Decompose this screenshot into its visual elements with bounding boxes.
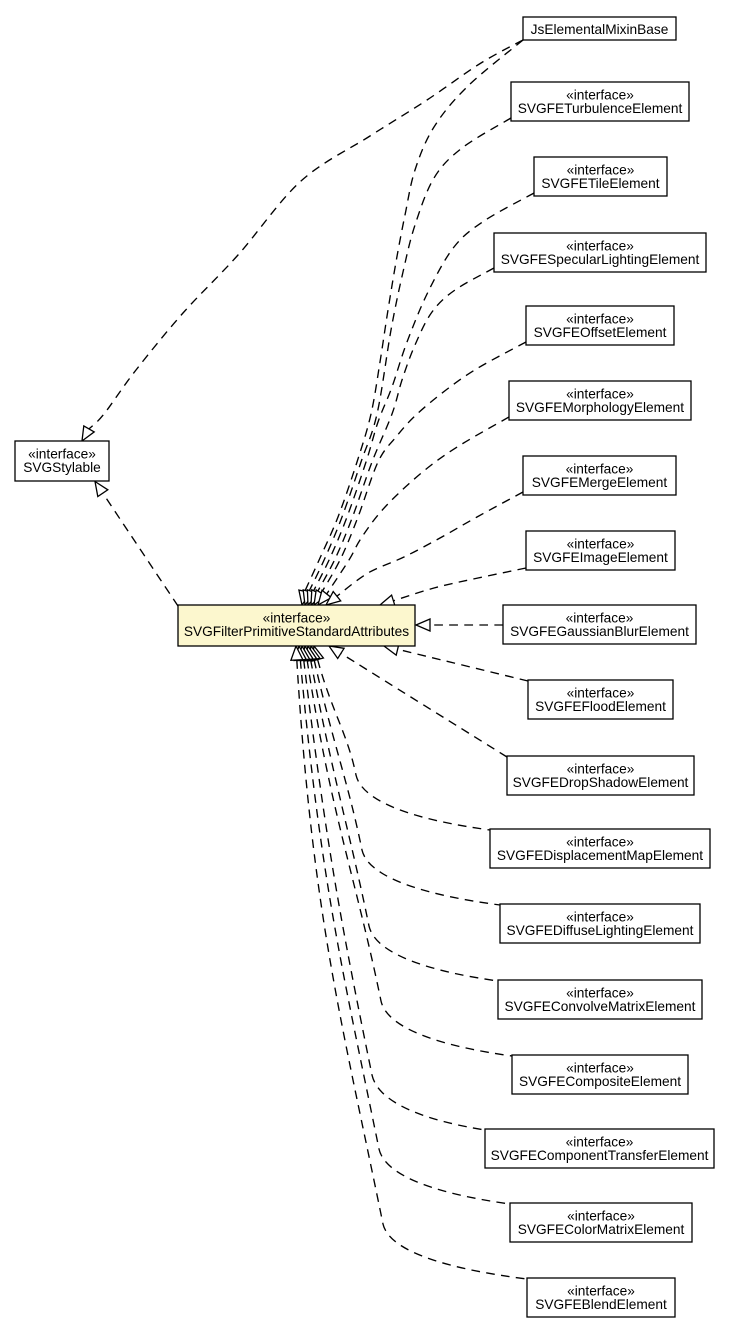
svg-text:SVGFEDropShadowElement: SVGFEDropShadowElement	[513, 775, 689, 790]
svg-text:SVGFECompositeElement: SVGFECompositeElement	[519, 1074, 681, 1089]
svg-text:«interface»: «interface»	[566, 386, 634, 401]
svg-text:SVGFEBlendElement: SVGFEBlendElement	[535, 1297, 667, 1312]
svg-text:JsElementalMixinBase: JsElementalMixinBase	[531, 22, 669, 37]
svg-text:SVGFEImageElement: SVGFEImageElement	[533, 550, 668, 565]
svg-text:«interface»: «interface»	[566, 461, 634, 476]
svg-text:SVGFETileElement: SVGFETileElement	[541, 176, 659, 191]
svg-text:SVGFEMergeElement: SVGFEMergeElement	[532, 475, 668, 490]
svg-text:SVGFEColorMatrixElement: SVGFEColorMatrixElement	[518, 1222, 685, 1237]
svg-text:«interface»: «interface»	[567, 761, 635, 776]
svg-text:«interface»: «interface»	[566, 311, 634, 326]
svg-text:«interface»: «interface»	[567, 536, 635, 551]
svg-text:SVGFEConvolveMatrixElement: SVGFEConvolveMatrixElement	[505, 999, 696, 1014]
svg-text:«interface»: «interface»	[566, 610, 634, 625]
svg-text:«interface»: «interface»	[567, 1283, 635, 1298]
svg-text:«interface»: «interface»	[566, 985, 634, 1000]
svg-text:«interface»: «interface»	[567, 685, 635, 700]
svg-text:«interface»: «interface»	[566, 909, 634, 924]
svg-text:«interface»: «interface»	[566, 87, 634, 102]
svg-text:SVGFEOffsetElement: SVGFEOffsetElement	[534, 325, 667, 340]
svg-text:SVGFEDiffuseLightingElement: SVGFEDiffuseLightingElement	[507, 923, 694, 938]
svg-text:«interface»: «interface»	[566, 238, 634, 253]
svg-text:SVGFEComponentTransferElement: SVGFEComponentTransferElement	[491, 1148, 709, 1163]
svg-text:«interface»: «interface»	[567, 1208, 635, 1223]
svg-text:«interface»: «interface»	[566, 834, 634, 849]
svg-text:«interface»: «interface»	[28, 446, 96, 461]
svg-text:SVGStylable: SVGStylable	[23, 460, 101, 475]
svg-text:SVGFEMorphologyElement: SVGFEMorphologyElement	[516, 400, 684, 415]
svg-text:SVGFEFloodElement: SVGFEFloodElement	[535, 699, 666, 714]
svg-text:SVGFEGaussianBlurElement: SVGFEGaussianBlurElement	[510, 624, 689, 639]
svg-text:«interface»: «interface»	[566, 1134, 634, 1149]
svg-text:SVGFilterPrimitiveStandardAttr: SVGFilterPrimitiveStandardAttributes	[184, 624, 409, 639]
svg-text:SVGFEDisplacementMapElement: SVGFEDisplacementMapElement	[497, 848, 703, 863]
svg-text:«interface»: «interface»	[566, 1060, 634, 1075]
svg-text:«interface»: «interface»	[567, 162, 635, 177]
svg-text:«interface»: «interface»	[263, 610, 331, 625]
svg-text:SVGFETurbulenceElement: SVGFETurbulenceElement	[518, 101, 683, 116]
svg-text:SVGFESpecularLightingElement: SVGFESpecularLightingElement	[501, 252, 700, 267]
